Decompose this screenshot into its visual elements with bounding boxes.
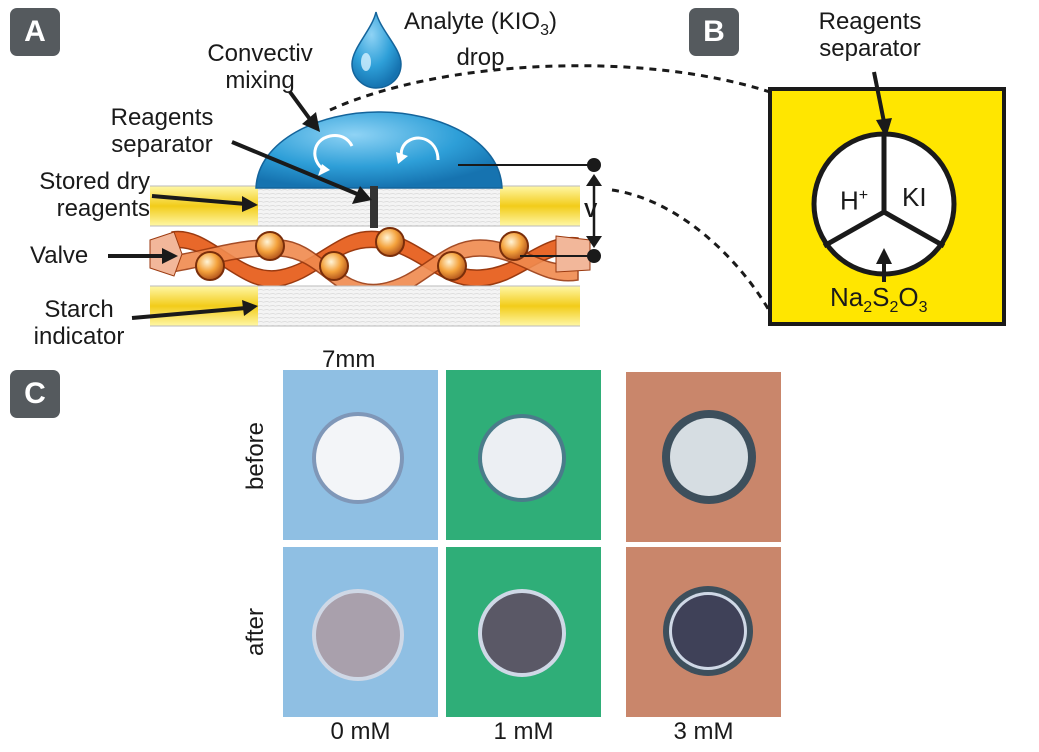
row-label-before: before [242,421,269,491]
panel-c-badge: C [10,370,60,418]
row-label-after: after [242,607,269,657]
tile-3mm-after [626,547,781,717]
tile-0mm-before [283,370,438,540]
conc-label-3mm: 3 mM [673,718,734,745]
thiosulfate-label: Na2S2O3 [830,282,928,317]
h-plus-label: H+ [840,185,869,216]
panel-b-badge: B [689,8,739,56]
panel-a-badge: A [10,8,60,56]
falling-drop [351,11,402,89]
voltage-label: V [584,200,598,222]
conc-label-0mm: 0 mM [330,718,391,745]
ki-label: KI [902,182,927,212]
tile-1mm-before [446,370,601,540]
valve-label: Valve [30,242,89,269]
valve-beads [195,227,529,281]
tile-0mm-after [283,547,438,717]
tile-3mm-before [626,372,781,542]
scale-label: 7mm [322,346,376,373]
sitting-drop [255,111,503,189]
tile-1mm-after [446,547,601,717]
analyte-drop-label: Analyte (KIO3) drop [404,8,557,71]
conc-label-1mm: 1 mM [493,718,554,745]
